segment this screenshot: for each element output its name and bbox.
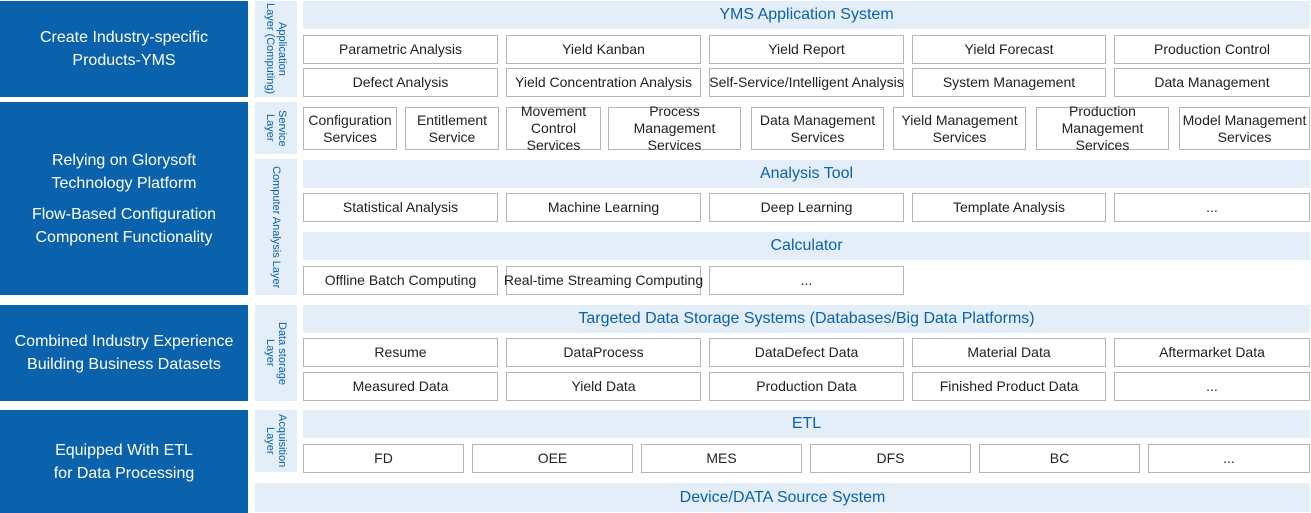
analysis-tool-title: Analysis Tool — [303, 160, 1310, 188]
layer-label-service: Service Layer — [255, 102, 297, 154]
left-panel-line: Combined Industry Experience — [14, 333, 234, 350]
storage-item: ... — [1114, 372, 1310, 401]
data-storage-title: Targeted Data Storage Systems (Databases… — [303, 305, 1310, 333]
storage-item: Finished Product Data — [912, 372, 1106, 401]
app-item: Production Control — [1114, 35, 1310, 64]
layer-label-data-storage: Data storage Layer — [255, 305, 297, 401]
storage-item: Measured Data — [303, 372, 498, 401]
left-panel-yms: Create Industry-specific Products-YMS — [0, 1, 248, 97]
storage-item: Aftermarket Data — [1114, 338, 1310, 367]
left-panel-line: for Data Processing — [53, 464, 195, 482]
left-panel-etl: Equipped With ETL for Data Processing — [0, 410, 248, 513]
app-item: Yield Report — [709, 35, 904, 64]
layer-label-computer-analysis: Computer Analysis Layer — [255, 159, 297, 295]
left-panel-line: Products-YMS — [72, 52, 176, 69]
app-item: Yield Kanban — [506, 35, 701, 64]
storage-item: Material Data — [912, 338, 1106, 367]
left-panel-line: Component Functionality — [35, 228, 213, 246]
app-item: Parametric Analysis — [303, 35, 498, 64]
left-panel-line: Create Industry-specific — [39, 29, 209, 46]
app-item: Yield Concentration Analysis — [506, 68, 701, 97]
left-panel-line: Flow-Based Configuration — [31, 205, 217, 223]
yms-application-title: YMS Application System — [303, 1, 1310, 29]
calculator-item: Real-time Streaming Computing — [504, 266, 703, 295]
etl-item: FD — [303, 444, 464, 473]
layer-label-application: Application Layer (Computing) — [255, 1, 297, 97]
etl-item: MES — [641, 444, 802, 473]
app-item: Yield Forecast — [912, 35, 1106, 64]
storage-item: DataProcess — [506, 338, 701, 367]
device-data-source-title: Device/DATA Source System — [255, 483, 1310, 512]
storage-item: DataDefect Data — [709, 338, 904, 367]
app-item: Self-Service/Intelligent Analysis — [709, 68, 904, 97]
analysis-item: Template Analysis — [912, 193, 1106, 222]
left-panel-platform: Relying on Glorysoft Technology Platform… — [0, 102, 248, 295]
analysis-item: ... — [1114, 193, 1310, 222]
app-item: Defect Analysis — [303, 68, 498, 97]
analysis-item: Machine Learning — [506, 193, 701, 222]
left-panel-line: Building Business Datasets — [27, 356, 221, 373]
storage-item: Resume — [303, 338, 498, 367]
etl-item: BC — [979, 444, 1140, 473]
left-panel-datasets: Combined Industry Experience Building Bu… — [0, 305, 248, 401]
analysis-item: Deep Learning — [709, 193, 904, 222]
layer-label-acquisition: Acquisition Layer — [255, 410, 297, 472]
etl-item: DFS — [810, 444, 971, 473]
analysis-item: Statistical Analysis — [303, 193, 498, 222]
calculator-item: ... — [709, 266, 904, 295]
left-panel-line: Relying on Glorysoft — [51, 151, 197, 169]
etl-item: ... — [1148, 444, 1310, 473]
app-item: System Management — [912, 68, 1106, 97]
app-item: Data Management — [1114, 68, 1310, 97]
left-panel-line: Equipped With ETL — [55, 441, 193, 459]
left-panel-line: Technology Platform — [51, 174, 197, 192]
etl-item: OEE — [472, 444, 633, 473]
calculator-title: Calculator — [303, 232, 1310, 260]
etl-title: ETL — [303, 410, 1310, 438]
storage-item: Production Data — [709, 372, 904, 401]
calculator-item: Offline Batch Computing — [303, 266, 498, 295]
storage-item: Yield Data — [506, 372, 701, 401]
